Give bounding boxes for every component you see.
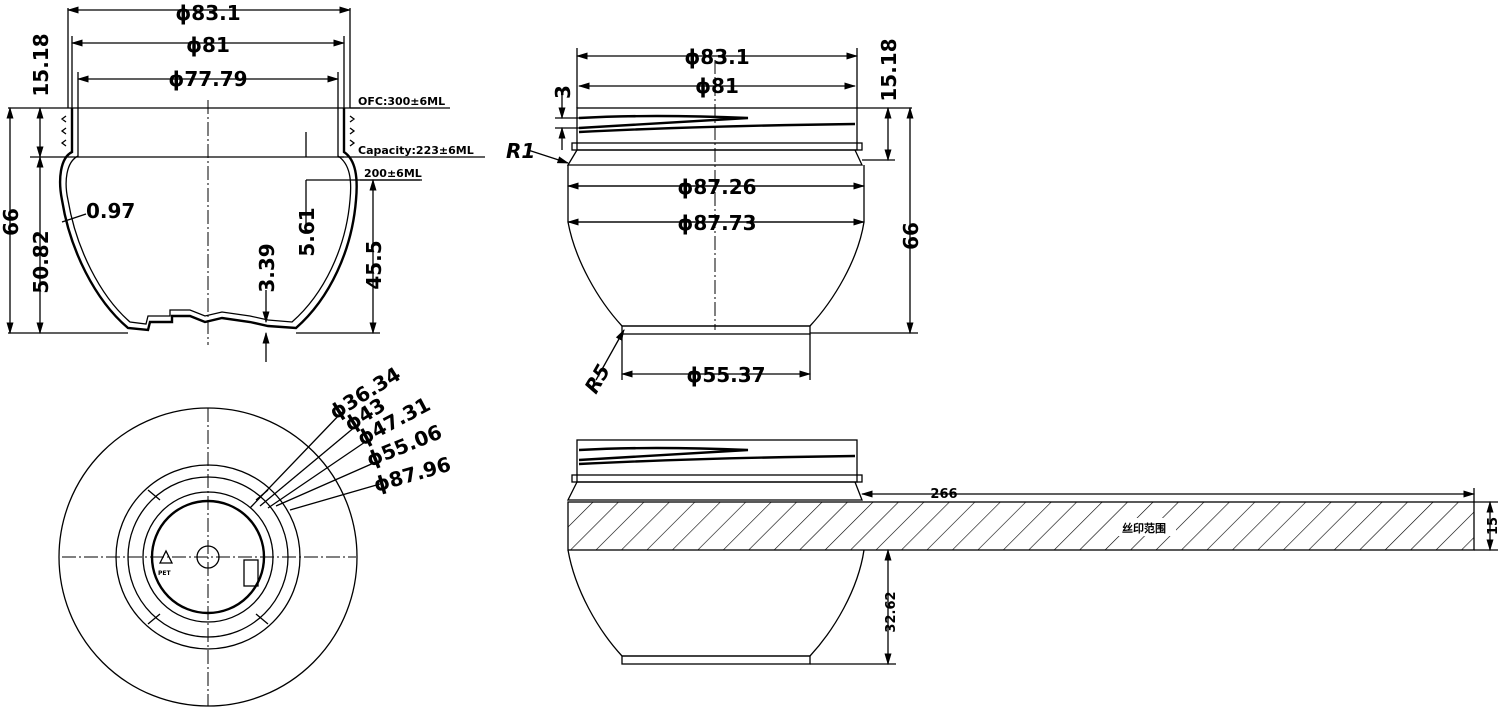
print-area-view: 丝印范围 266 15 32.62: [566, 439, 1500, 666]
bottom-view: PET ϕ36.34 ϕ43 ϕ47.31 ϕ55.06 ϕ87.96: [58, 362, 454, 707]
dim-fill-gap: 5.61: [295, 207, 319, 256]
note-capacity: Capacity:223±6ML: [358, 144, 474, 157]
dim-fill-height: 45.5: [362, 240, 386, 289]
dim-outer-dia: ϕ83.1: [175, 1, 240, 25]
dim-body-height: 50.82: [29, 230, 53, 293]
side-dim-body-dia: ϕ87.73: [677, 211, 756, 235]
side-dim-r1: R1: [506, 139, 535, 163]
print-dim-length: 266: [930, 487, 957, 502]
side-dim-total-height: 66: [899, 222, 923, 250]
side-dim-thread-dia: ϕ81: [695, 74, 739, 98]
side-dim-pitch: 3: [551, 85, 575, 99]
side-view: ϕ83.1 ϕ81 3 R1 15.18 ϕ87.26 ϕ87.73 66 ϕ5…: [506, 38, 923, 397]
dim-neck-height: 15.18: [29, 33, 53, 96]
print-area: [567, 501, 1475, 551]
recycle-mark: PET: [158, 570, 171, 577]
dim-inner-dia: ϕ77.79: [168, 67, 247, 91]
side-dim-r5: R5: [580, 360, 615, 397]
dim-mid-dia: ϕ81: [186, 33, 230, 57]
side-dim-base-dia: ϕ55.37: [686, 363, 765, 387]
side-dim-shoulder-dia: ϕ87.26: [677, 175, 756, 199]
print-dim-offset: 32.62: [884, 591, 899, 632]
print-dim-height: 15: [1486, 517, 1500, 535]
dim-base-depth: 3.39: [255, 243, 279, 292]
dim-wall: 0.97: [86, 199, 135, 223]
jar-section-wall: [58, 108, 358, 332]
side-dim-outer-dia: ϕ83.1: [684, 45, 749, 69]
print-area-label: 丝印范围: [1122, 521, 1166, 535]
cross-section-view: ϕ83.1 ϕ81 ϕ77.79 66 15.18 50.82 0.97 5.6…: [0, 1, 485, 362]
dim-total-height: 66: [0, 208, 23, 236]
note-fill: 200±6ML: [364, 167, 422, 180]
side-dim-neck-height: 15.18: [877, 38, 901, 101]
note-ofc: OFC:300±6ML: [358, 95, 445, 108]
